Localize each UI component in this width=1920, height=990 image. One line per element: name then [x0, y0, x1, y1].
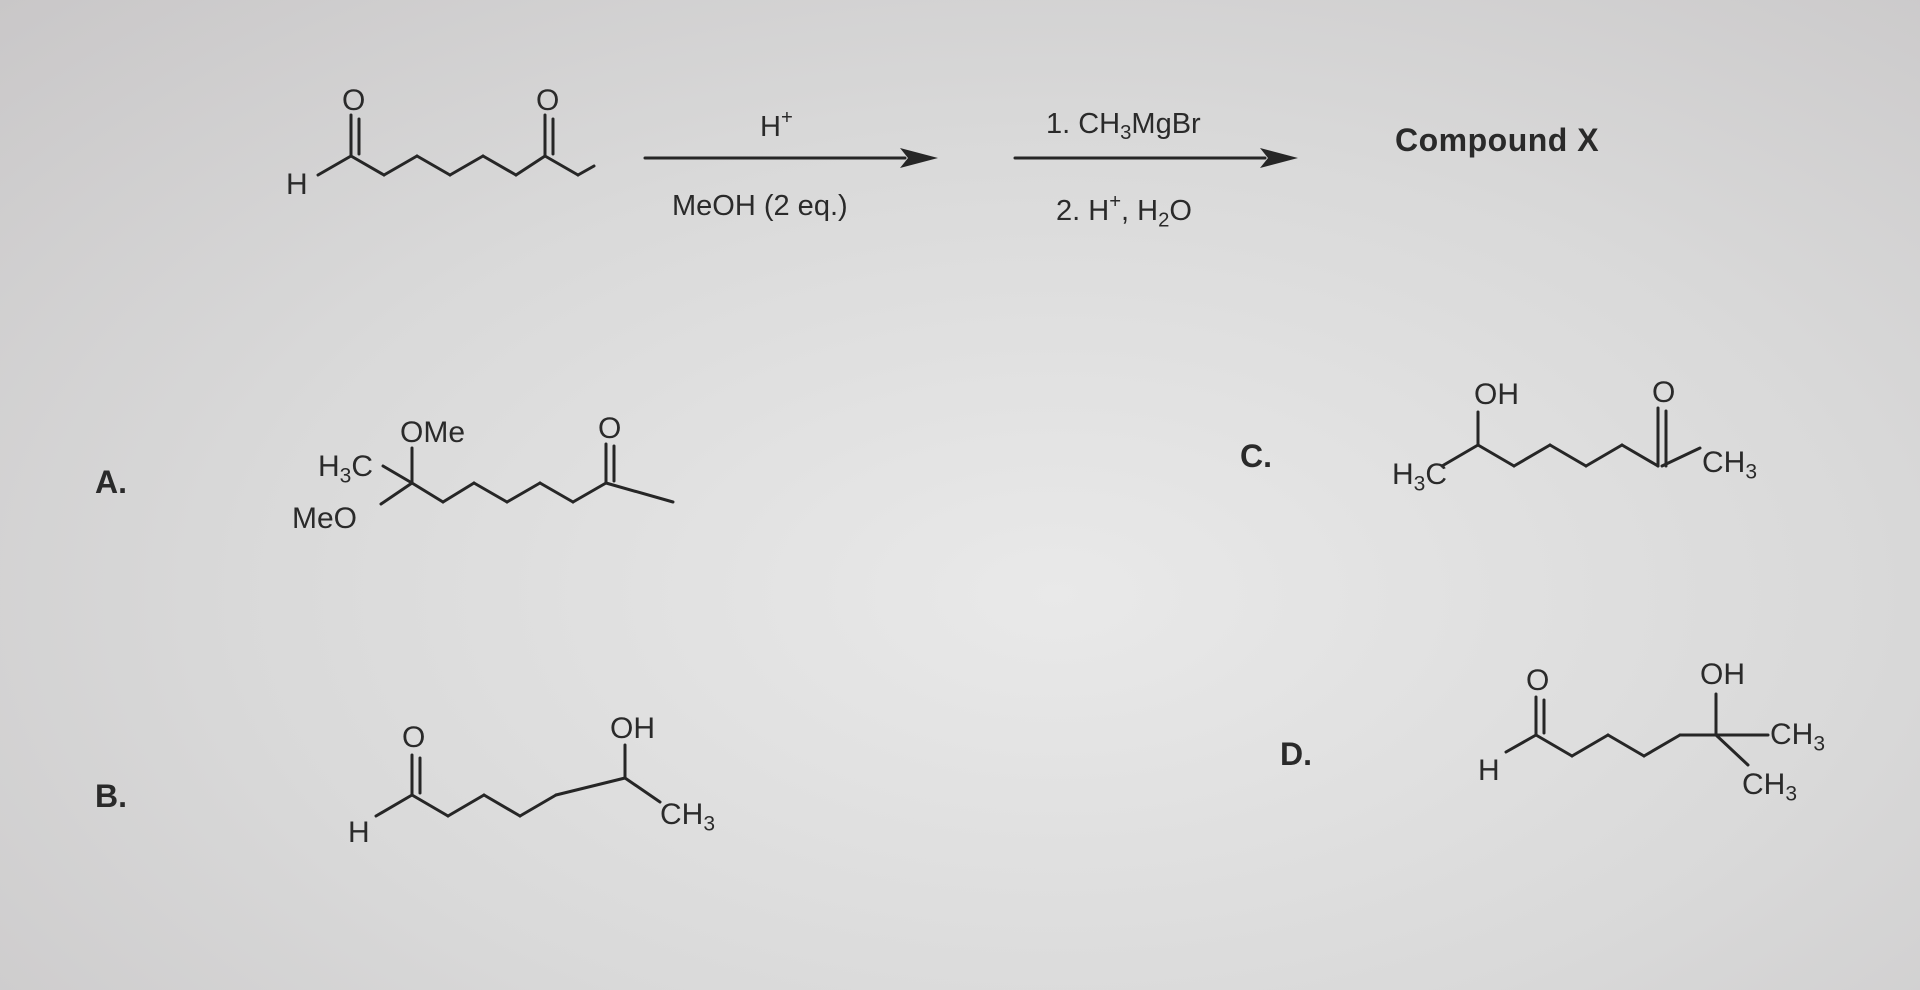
choice-d-letter: D.: [1280, 736, 1312, 772]
choice-d-ch3-label-right: CH3: [1770, 718, 1826, 756]
choice-c-oh-label: OH: [1474, 378, 1519, 411]
choice-b-oxygen: O: [402, 721, 426, 754]
step1-reagent-methanol: MeOH (2 eq.): [672, 190, 848, 222]
step2-grignard-line: 1. CH3MgBr: [1046, 108, 1201, 145]
choice-c-letter: C.: [1240, 438, 1272, 474]
sm-ketone-oxygen: O: [536, 84, 560, 117]
choice-d-bonds: [1504, 692, 1770, 767]
choice-c-ch3-label: CH3: [1702, 446, 1758, 484]
choice-d-oxygen: O: [1526, 664, 1550, 697]
sm-aldehyde-hydrogen: H: [286, 168, 308, 201]
choice-c-h3c-label: H3C: [1392, 458, 1448, 496]
choice-d-ch3-label-bottom: CH3: [1742, 768, 1798, 806]
choice-b-bonds: [374, 743, 662, 818]
sm-aldehyde-oxygen: O: [342, 84, 366, 117]
choice-b-hydrogen: H: [348, 816, 370, 849]
starting-material-bonds: [316, 113, 596, 177]
reaction-arrow-step2: [1013, 148, 1298, 168]
step2-workup-line: 2. H+, H2O: [1056, 191, 1192, 232]
choice-a-meo-label: MeO: [292, 502, 358, 535]
choice-a-h3c-label: H3C: [318, 450, 374, 488]
choice-c-oxygen: O: [1652, 376, 1676, 409]
step1-reagent-acid: H+: [760, 107, 793, 144]
choice-c-bonds: [1440, 406, 1702, 468]
choice-d-hydrogen: H: [1478, 754, 1500, 787]
choice-b-letter: B.: [95, 778, 127, 814]
choice-a-letter: A.: [95, 464, 127, 500]
reaction-arrow-step1: [643, 148, 938, 168]
choice-b-oh-label: OH: [610, 712, 655, 745]
choice-d-oh-label: OH: [1700, 658, 1745, 691]
choice-a-oxygen: O: [598, 412, 622, 445]
product-compound-x: Compound X: [1395, 122, 1600, 158]
choice-a-ome-label: OMe: [400, 416, 466, 449]
choice-a-bonds: [379, 442, 675, 506]
choice-b-ch3-label: CH3: [660, 798, 716, 836]
